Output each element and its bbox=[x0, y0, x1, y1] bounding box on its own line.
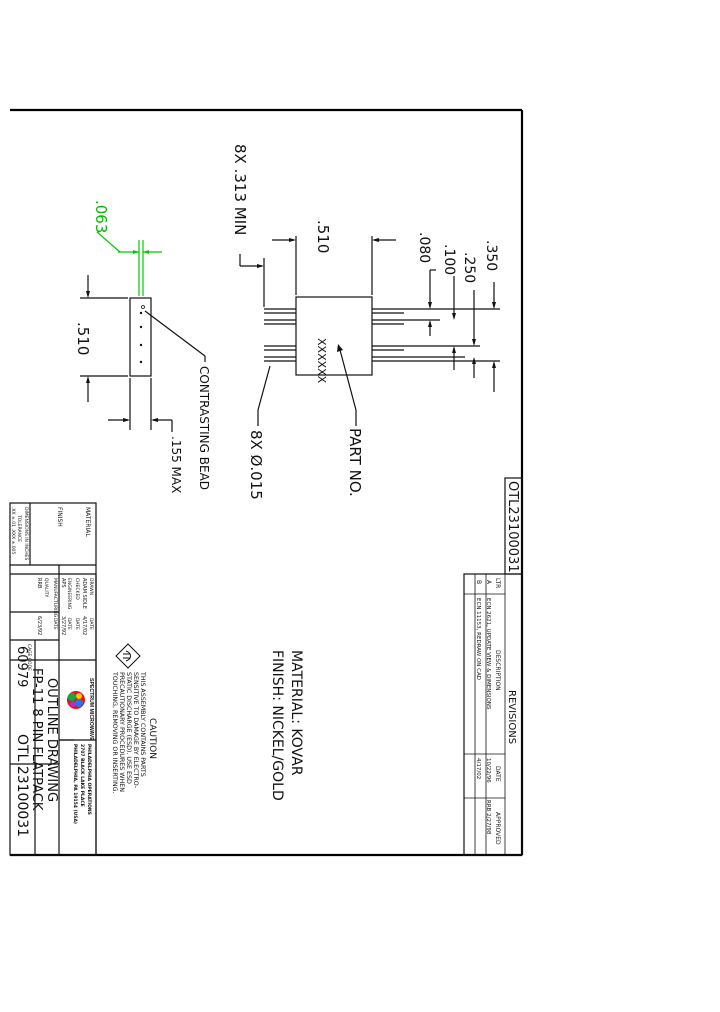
rev-row-b-desc: ECN 11153, REDRAW ON CAD bbox=[475, 598, 481, 680]
tb-quality-label: QUALITY bbox=[43, 578, 49, 597]
tb-checked-label: CHECKED bbox=[74, 578, 80, 600]
dim-510-top: .510 bbox=[314, 220, 332, 253]
esd-hand-icon bbox=[115, 643, 141, 669]
side-view-body bbox=[129, 297, 152, 377]
tb-date-label-1: DATE bbox=[88, 618, 94, 630]
dim-155-max: .155 MAX bbox=[169, 436, 183, 493]
caution-line-3: STATIC DISCHARGE (ESD). USE ESD bbox=[125, 672, 132, 784]
tb-division: PHILADELPHIA OPERATIONS bbox=[86, 744, 92, 815]
tb-address-1: 2707 BLACK LAKE PLACE bbox=[79, 744, 85, 807]
rev-row-a-approved: RRB 2/27/98 bbox=[485, 800, 491, 835]
tb-quality-by: RRB bbox=[36, 578, 42, 589]
dim-080: .080 bbox=[416, 232, 432, 263]
revisions-block: REVISIONS LTR DESCRIPTION DATE APPROVED … bbox=[463, 573, 523, 856]
rev-row-a-ltr: A bbox=[485, 580, 492, 585]
part-no-label: PART NO. bbox=[346, 428, 364, 497]
tb-finish-label: FINISH bbox=[56, 507, 63, 527]
tb-title-line-1: OUTLINE DRAWING bbox=[44, 678, 59, 802]
tb-engineering-date: 3/27/92 bbox=[60, 616, 66, 635]
company-name: SPECTRUM MICROWAVE bbox=[88, 678, 94, 741]
rev-header-desc: DESCRIPTION bbox=[494, 650, 501, 691]
rev-row-a-desc: ECN 2621, UPDATE VIEW & DIMENSIONS bbox=[485, 598, 491, 710]
tb-tolerance-note: TOLERANCE bbox=[16, 514, 22, 542]
tb-drawn-label: DRAWN bbox=[88, 578, 94, 595]
side-view: .063 .510 .155 MAX CONTRASTING BEAD bbox=[74, 200, 211, 493]
lead-diameter-label: 8X Ø.015 bbox=[247, 430, 265, 500]
tb-date-label-2: DATE bbox=[74, 618, 80, 630]
finish-note: FINISH: NICKEL/GOLD bbox=[269, 650, 285, 801]
part-marking: XXXXXX bbox=[315, 338, 328, 384]
contrasting-bead-mark bbox=[141, 305, 145, 309]
revisions-title: REVISIONS bbox=[506, 690, 517, 744]
tb-date-label-4: DATE bbox=[52, 618, 58, 630]
tb-address-2: PHILADELPHIA, PA 19154 (USA) bbox=[72, 744, 78, 824]
rev-row-a-date: 10/22/96 bbox=[485, 758, 491, 783]
dim-510-side: .510 bbox=[74, 322, 92, 355]
rev-header-date: DATE bbox=[494, 766, 501, 782]
tb-manufacturing-label: MANUFACTURING bbox=[52, 578, 58, 618]
rev-header-ltr: LTR bbox=[494, 578, 501, 588]
drawing-number-top: OTL23100031 bbox=[505, 481, 520, 573]
tb-drawn-by: ADAM SIDLE bbox=[81, 578, 87, 609]
caution-line-1: THIS ASSEMBLY CONTAINS PARTS bbox=[139, 671, 146, 777]
dim-250: .250 bbox=[461, 252, 477, 283]
tb-tolerance-values: .XX ±.01 .XXX ±.005 bbox=[10, 507, 16, 554]
rev-row-b-date: 4/17/02 bbox=[475, 758, 481, 779]
tb-drawn-date: 4/17/02 bbox=[81, 616, 87, 635]
caution-line-2: SENSITIVE TO DAMAGE BY ELECTRO- bbox=[132, 672, 139, 788]
spectrum-microwave-logo: SPECTRUM MICROWAVE bbox=[67, 678, 94, 741]
tb-quality-date: 6/23/92 bbox=[36, 616, 42, 635]
tb-doc-number: OTL 23100031 bbox=[14, 734, 30, 837]
tb-title-line-2: FP-11 8 PIN FLATPACK bbox=[29, 668, 44, 811]
caution-line-4: PRECAUTIONARY PROCEDURES WHEN bbox=[118, 672, 125, 792]
tb-cage-code: 60979 bbox=[14, 646, 29, 687]
esd-caution: CAUTION THIS ASSEMBLY CONTAINS PARTS SEN… bbox=[111, 643, 157, 793]
flatpack-body bbox=[295, 296, 373, 376]
dim-063: .063 bbox=[92, 200, 110, 233]
tb-engineering-by: APS bbox=[60, 578, 66, 588]
tb-material-label: MATERIAL bbox=[84, 507, 91, 537]
contrasting-bead-label: CONTRASTING BEAD bbox=[197, 366, 211, 490]
title-block: MATERIAL FINISH DIMENSIONS IN INCHES TOL… bbox=[9, 502, 97, 856]
caution-line-5: TOUCHING, REMOVING OR INSERTING. bbox=[111, 671, 118, 793]
material-note: MATERIAL: KOVAR bbox=[288, 650, 304, 776]
top-view: .080 .100 .250 .350 .510 8X .313 MIN bbox=[231, 144, 500, 500]
tb-dimensions-note: DIMENSIONS IN INCHES bbox=[23, 507, 29, 560]
tb-date-label-3: DATE bbox=[66, 618, 72, 630]
dim-350: .350 bbox=[483, 240, 499, 271]
caution-title: CAUTION bbox=[147, 718, 157, 759]
tb-engineering-label: ENGINEERING bbox=[66, 578, 72, 610]
tb-cage-label: CAGE CODE bbox=[26, 644, 32, 671]
dim-313-min: 8X .313 MIN bbox=[231, 144, 249, 235]
dim-100: .100 bbox=[441, 244, 457, 275]
rev-row-b-ltr: B bbox=[475, 580, 482, 584]
rev-header-approved: APPROVED bbox=[494, 812, 501, 845]
